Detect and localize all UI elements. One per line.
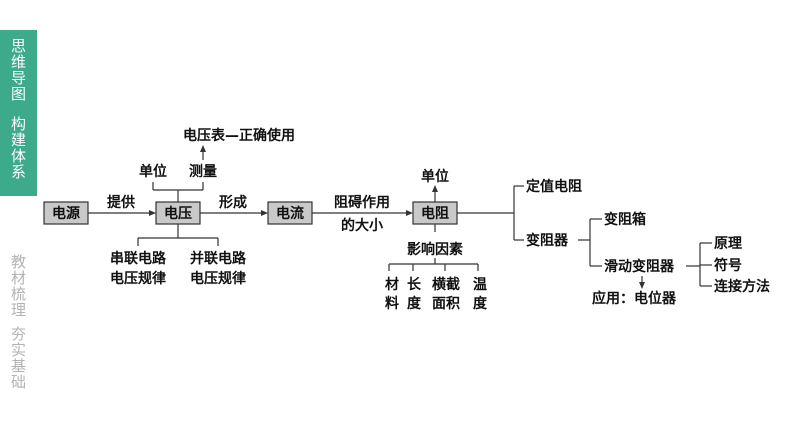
label-obstruct-1: 阻碍作用 (334, 194, 390, 211)
factor-length-2: 度 (407, 295, 422, 312)
node-source: 电源 (52, 205, 80, 222)
label-series-2: 电压规律 (110, 270, 166, 287)
application-arrowhead (639, 282, 645, 289)
arrowhead-source-voltage (149, 210, 156, 216)
label-rheostat: 变阻器 (526, 232, 569, 249)
label-series-1: 串联电路 (110, 250, 167, 267)
resistance-unit-arrowhead (432, 185, 438, 192)
arrowhead-voltage-current (261, 210, 268, 216)
factor-area-2: 面积 (432, 295, 460, 312)
label-voltmeter: 电压表—正确使用 (183, 127, 295, 144)
factor-material-2: 料 (385, 295, 399, 312)
sidebar-tab-textbook-text-1: 教材梳理 (9, 254, 27, 318)
sidebar: 思维导图 构建体系 教材梳理 夯实基础 (0, 0, 37, 447)
factor-area-1: 横截 (432, 276, 460, 293)
label-principle: 原理 (714, 236, 742, 252)
node-current: 电流 (276, 205, 304, 222)
label-resistance-box: 变阻箱 (604, 211, 646, 228)
sidebar-tab-mindmap-text-1: 思维导图 (9, 38, 27, 102)
label-parallel-1: 并联电路 (190, 250, 247, 267)
factor-material-1: 材 (385, 276, 399, 293)
sidebar-tab-mindmap[interactable]: 思维导图 构建体系 (0, 30, 37, 196)
label-voltage-measure: 测量 (189, 163, 217, 180)
node-voltage: 电压 (164, 205, 192, 222)
label-parallel-2: 电压规律 (190, 270, 246, 287)
factor-length-1: 长 (407, 276, 422, 293)
label-slide-rheostat: 滑动变阻器 (604, 258, 675, 275)
label-fixed-resistor: 定值电阻 (526, 178, 582, 195)
label-obstruct-2: 的大小 (341, 217, 383, 234)
label-factors: 影响因素 (407, 241, 463, 258)
sidebar-tab-textbook-text-2: 夯实基础 (9, 326, 27, 390)
voltmeter-arrowhead (200, 145, 206, 152)
label-voltage-unit: 单位 (139, 163, 167, 180)
arrowhead-current-resistance (406, 210, 413, 216)
sidebar-tab-mindmap-text-2: 构建体系 (9, 116, 27, 180)
sidebar-tab-textbook[interactable]: 教材梳理 夯实基础 (0, 248, 37, 398)
label-forms: 形成 (219, 194, 247, 211)
factor-temperature-1: 温 (473, 277, 487, 293)
node-resistance: 电阻 (421, 205, 449, 222)
factor-temperature-2: 度 (473, 295, 488, 312)
label-resistance-unit: 单位 (421, 168, 449, 185)
label-application: 应用：电位器 (592, 290, 677, 307)
label-provides: 提供 (107, 194, 135, 211)
label-symbol: 符号 (713, 257, 742, 274)
label-connection: 连接方法 (714, 278, 770, 295)
